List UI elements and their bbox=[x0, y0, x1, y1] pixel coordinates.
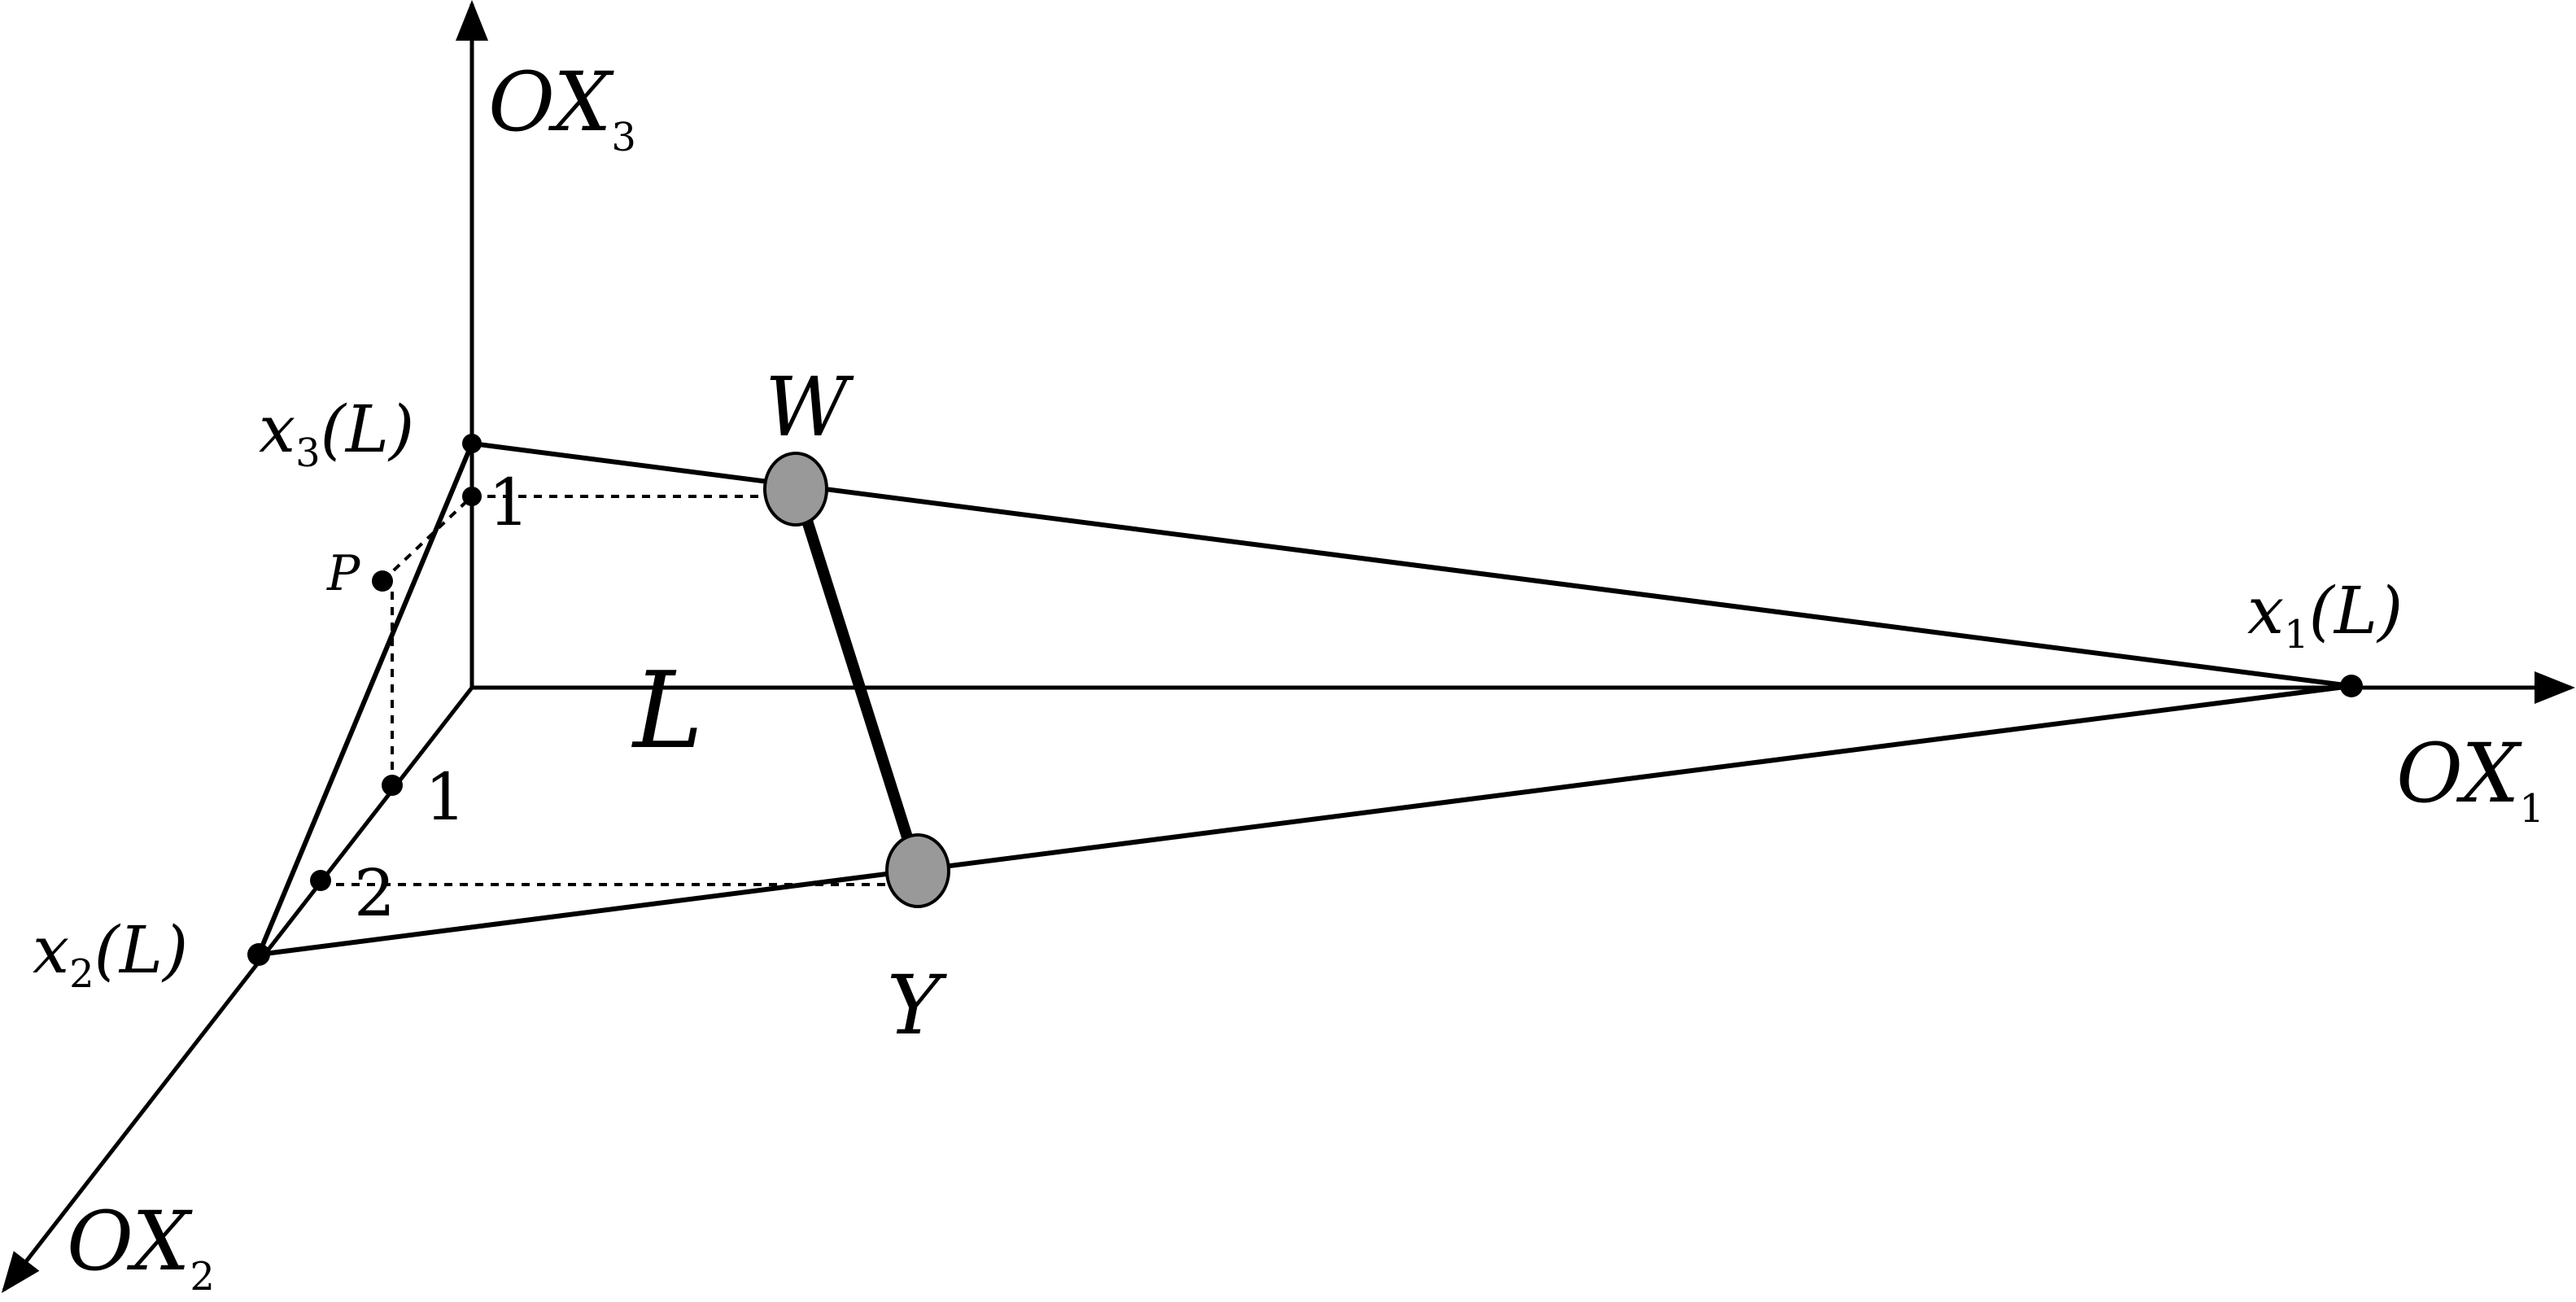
label-ox2: OX2 bbox=[67, 1194, 215, 1300]
dotted-p-to-x3unit bbox=[381, 495, 474, 583]
plane-edge-x3-x1 bbox=[471, 441, 2352, 688]
label-plane-l: L bbox=[631, 649, 703, 772]
label-ox3: OX3 bbox=[488, 55, 636, 160]
label-p: P bbox=[326, 545, 361, 602]
label-w: W bbox=[765, 360, 854, 455]
point-x3-intercept bbox=[462, 434, 482, 453]
tick-label-x3-unit: 1 bbox=[488, 465, 530, 540]
point-x2-unit bbox=[382, 775, 403, 796]
tick-label-x2-unit: 1 bbox=[425, 759, 466, 835]
point-p bbox=[372, 570, 393, 592]
point-x1-intercept bbox=[2340, 675, 2363, 697]
point-x3-unit bbox=[462, 487, 482, 506]
label-x3-intercept: x3(L) bbox=[259, 391, 414, 476]
segment-wy bbox=[792, 487, 923, 873]
label-x2-intercept: x2(L) bbox=[33, 912, 188, 997]
plane-edge-x2-x1 bbox=[258, 684, 2352, 957]
tick-label-x2-two: 2 bbox=[354, 855, 395, 931]
point-x2-two bbox=[310, 870, 331, 891]
point-w bbox=[763, 452, 828, 526]
label-y: Y bbox=[887, 958, 947, 1053]
point-x2-intercept bbox=[247, 943, 270, 966]
label-x1-intercept: x1(L) bbox=[2247, 573, 2403, 658]
plane-edge-x3-x2 bbox=[256, 442, 474, 956]
label-ox1: OX1 bbox=[2396, 726, 2544, 832]
point-y bbox=[885, 833, 950, 908]
